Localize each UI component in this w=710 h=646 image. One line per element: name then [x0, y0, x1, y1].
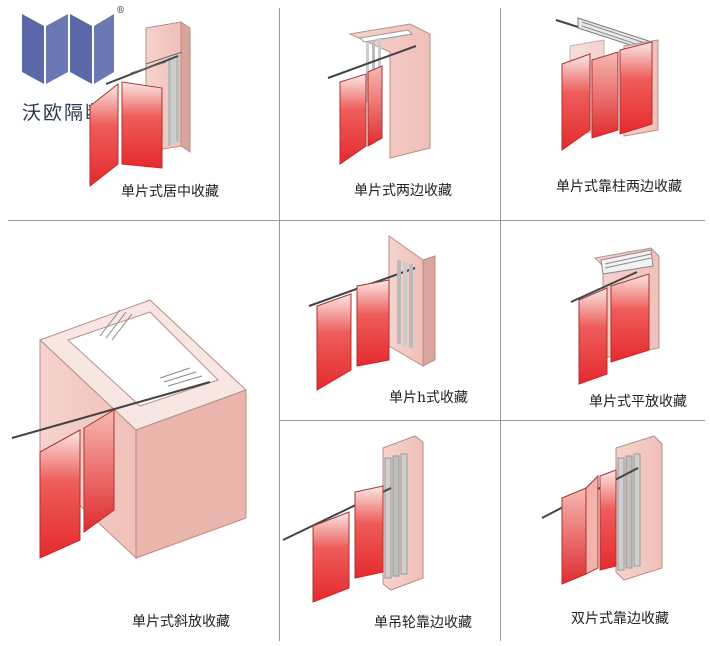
diagram-single-hanger-side	[282, 435, 424, 603]
caption-single-flat: 单片式平放收藏	[589, 394, 687, 410]
diagram-single-center	[89, 21, 191, 188]
diagram-single-column-both-sides	[555, 17, 659, 151]
brand-name: 沃欧隔断	[22, 102, 107, 124]
grid-line-h1	[8, 220, 705, 221]
caption-single-h: 单片h式收藏	[389, 390, 469, 406]
grid-line-v3	[279, 221, 280, 641]
diagram-single-both-sides	[327, 23, 431, 165]
diagram-single-h	[308, 235, 436, 391]
diagram-double-side	[541, 435, 663, 585]
grid-line-v4	[500, 221, 501, 641]
brand-logo-icon	[22, 14, 114, 84]
caption-single-center: 单片式居中收藏	[121, 184, 219, 200]
caption-single-both-sides: 单片式两边收藏	[354, 183, 452, 199]
caption-single-hanger-side: 单吊轮靠边收藏	[374, 615, 472, 631]
grid-line-v2	[500, 8, 501, 220]
caption-single-oblique: 单片式斜放收藏	[132, 614, 230, 630]
grid-line-v1	[279, 8, 280, 220]
registered-mark: ®	[116, 6, 125, 16]
caption-single-column-both-sides: 单片式靠柱两边收藏	[556, 179, 682, 195]
diagram-single-oblique	[11, 299, 247, 560]
diagram-single-flat	[570, 247, 660, 385]
caption-double-side: 双片式靠边收藏	[571, 611, 669, 627]
grid-line-h2	[280, 420, 705, 421]
